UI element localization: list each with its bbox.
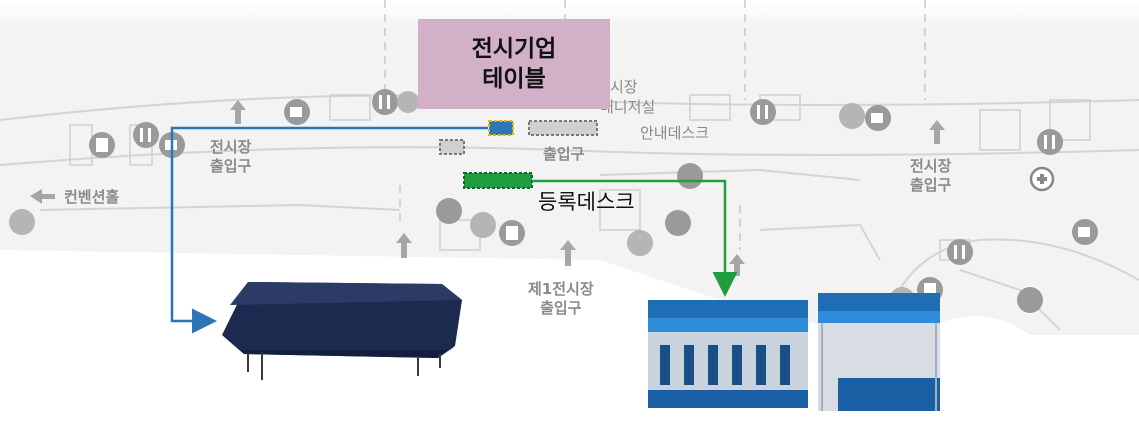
restroom-icon: [750, 99, 776, 125]
hall-entrance-right-label: 전시장 출입구: [910, 157, 952, 194]
cafe-icon: [865, 105, 891, 131]
restroom-icon: [372, 89, 398, 115]
hall1-entrance-label: 제1전시장 출입구: [528, 280, 594, 317]
escalator-icon: [9, 209, 35, 235]
escalator-icon: [436, 198, 462, 224]
desk-route-line: [532, 179, 738, 297]
restroom-icon: [133, 122, 159, 148]
exhibitor-table-image: [222, 282, 462, 380]
arrow-up-icon: [230, 100, 246, 124]
elevator-icon: [499, 220, 525, 246]
restroom-icon: [947, 239, 973, 265]
callout-line2: 테이블: [482, 66, 546, 92]
arrow-up-icon: [929, 120, 945, 144]
exhibitor-table-callout: 전시기업 테이블: [418, 19, 610, 109]
escalator-icon: [627, 230, 653, 256]
dotted-placeholder: [528, 120, 598, 136]
arrow-up-icon: [396, 233, 412, 258]
cafe-icon: [1072, 219, 1098, 245]
escalator-icon: [665, 210, 691, 236]
dotted-placeholder: [439, 139, 465, 155]
hall-top-center-label: 시장: [610, 78, 638, 96]
arrow-left-icon: [30, 189, 55, 204]
arrow-up-icon: [729, 254, 745, 276]
hall-entrance-left-label: 전시장 출입구: [210, 138, 252, 175]
escalator-icon: [839, 103, 865, 129]
info-desk-label: 안내데스크: [640, 124, 710, 142]
registration-desk-image: [648, 293, 940, 411]
escalator-icon: [470, 212, 496, 238]
escalator-icon: [1017, 287, 1043, 313]
first-aid-icon: [1029, 166, 1055, 192]
elevator-icon: [89, 132, 115, 158]
manager-office-label: 매니저실: [600, 98, 656, 116]
convention-hall-label: 컨벤션홀: [64, 188, 120, 206]
restroom-icon: [1037, 129, 1063, 155]
callout-line1: 전시기업: [471, 36, 557, 62]
escalator-icon: [677, 163, 703, 189]
table-route-line: [170, 126, 488, 334]
elevator-icon: [397, 91, 419, 113]
center-entrance-label: 출입구: [543, 145, 585, 163]
cafe-icon: [284, 99, 310, 125]
registration-desk-label: 등록데스크: [538, 190, 635, 214]
exhibitor-table-marker: [488, 120, 514, 136]
registration-desk-marker: [463, 172, 533, 189]
arrow-up-icon: [560, 240, 576, 266]
